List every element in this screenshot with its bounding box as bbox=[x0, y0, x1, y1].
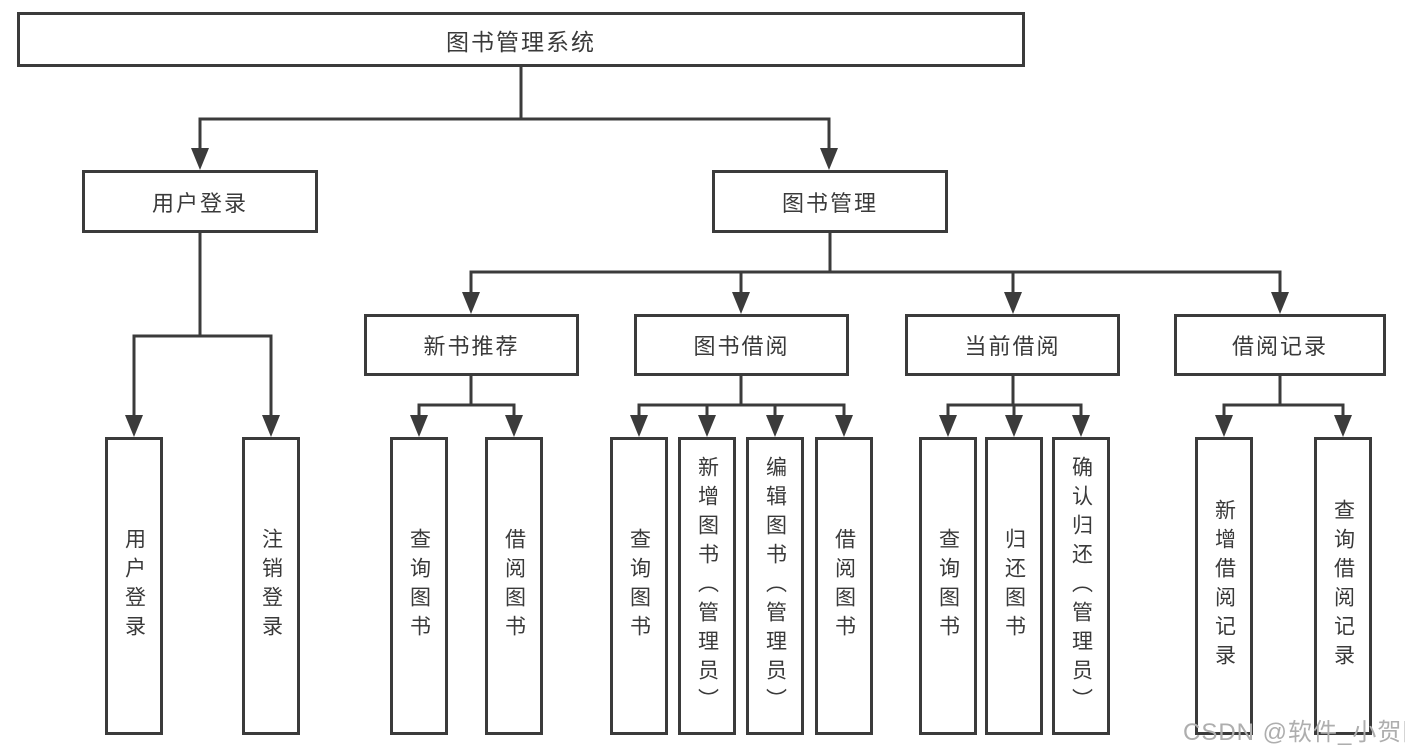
leaf-query-book-current: 查询图书 bbox=[919, 437, 977, 735]
leaf-query-borrow-record: 查询借阅记录 bbox=[1314, 437, 1372, 735]
node-user-login: 用户登录 bbox=[82, 170, 318, 233]
node-label: 借阅图书 bbox=[502, 528, 526, 644]
node-current-borrowing: 当前借阅 bbox=[905, 314, 1120, 376]
node-label: 图书借阅 bbox=[693, 334, 790, 359]
leaf-confirm-return-admin: 确认归还（管理员） bbox=[1052, 437, 1110, 735]
node-label: 新增借阅记录 bbox=[1212, 499, 1236, 673]
node-label: 确认归还（管理员） bbox=[1069, 455, 1093, 717]
node-label: 查询图书 bbox=[627, 528, 651, 644]
node-book-borrowing: 图书借阅 bbox=[634, 314, 849, 376]
node-label: 图书管理系统 bbox=[446, 28, 596, 55]
node-label: 新增图书（管理员） bbox=[695, 455, 719, 717]
node-label: 当前借阅 bbox=[964, 334, 1061, 359]
csdn-watermark: CSDN @软件_小贺同学 bbox=[1183, 719, 1405, 746]
node-label: 注销登录 bbox=[259, 528, 283, 644]
leaf-borrow-book: 借阅图书 bbox=[815, 437, 873, 735]
node-borrowing-records: 借阅记录 bbox=[1174, 314, 1386, 376]
node-label: 查询图书 bbox=[936, 528, 960, 644]
node-label: 查询借阅记录 bbox=[1331, 499, 1355, 673]
leaf-return-book: 归还图书 bbox=[985, 437, 1043, 735]
leaf-query-book-recommend: 查询图书 bbox=[390, 437, 448, 735]
leaf-borrow-book-recommend: 借阅图书 bbox=[485, 437, 543, 735]
node-label: 借阅记录 bbox=[1231, 334, 1328, 359]
leaf-edit-book-admin: 编辑图书（管理员） bbox=[746, 437, 804, 735]
node-label: 图书管理 bbox=[781, 190, 878, 216]
leaf-add-borrow-record: 新增借阅记录 bbox=[1195, 437, 1253, 735]
node-library-management-system: 图书管理系统 bbox=[17, 12, 1025, 67]
node-label: 借阅图书 bbox=[832, 528, 856, 644]
node-label: 归还图书 bbox=[1002, 528, 1026, 644]
connector-strokes bbox=[132, 67, 1345, 416]
node-label: 用户登录 bbox=[151, 190, 248, 216]
leaf-user-login: 用户登录 bbox=[105, 437, 163, 735]
leaf-logout: 注销登录 bbox=[242, 437, 300, 735]
node-label: 用户登录 bbox=[122, 528, 146, 644]
leaf-add-book-admin: 新增图书（管理员） bbox=[678, 437, 736, 735]
node-label: 查询图书 bbox=[407, 528, 431, 644]
node-label: 新书推荐 bbox=[423, 334, 520, 359]
node-label: 编辑图书（管理员） bbox=[763, 455, 787, 717]
node-new-book-recommend: 新书推荐 bbox=[364, 314, 579, 376]
leaf-query-book-borrowing: 查询图书 bbox=[610, 437, 668, 735]
arrowheads bbox=[125, 148, 1352, 437]
node-book-management: 图书管理 bbox=[712, 170, 948, 233]
